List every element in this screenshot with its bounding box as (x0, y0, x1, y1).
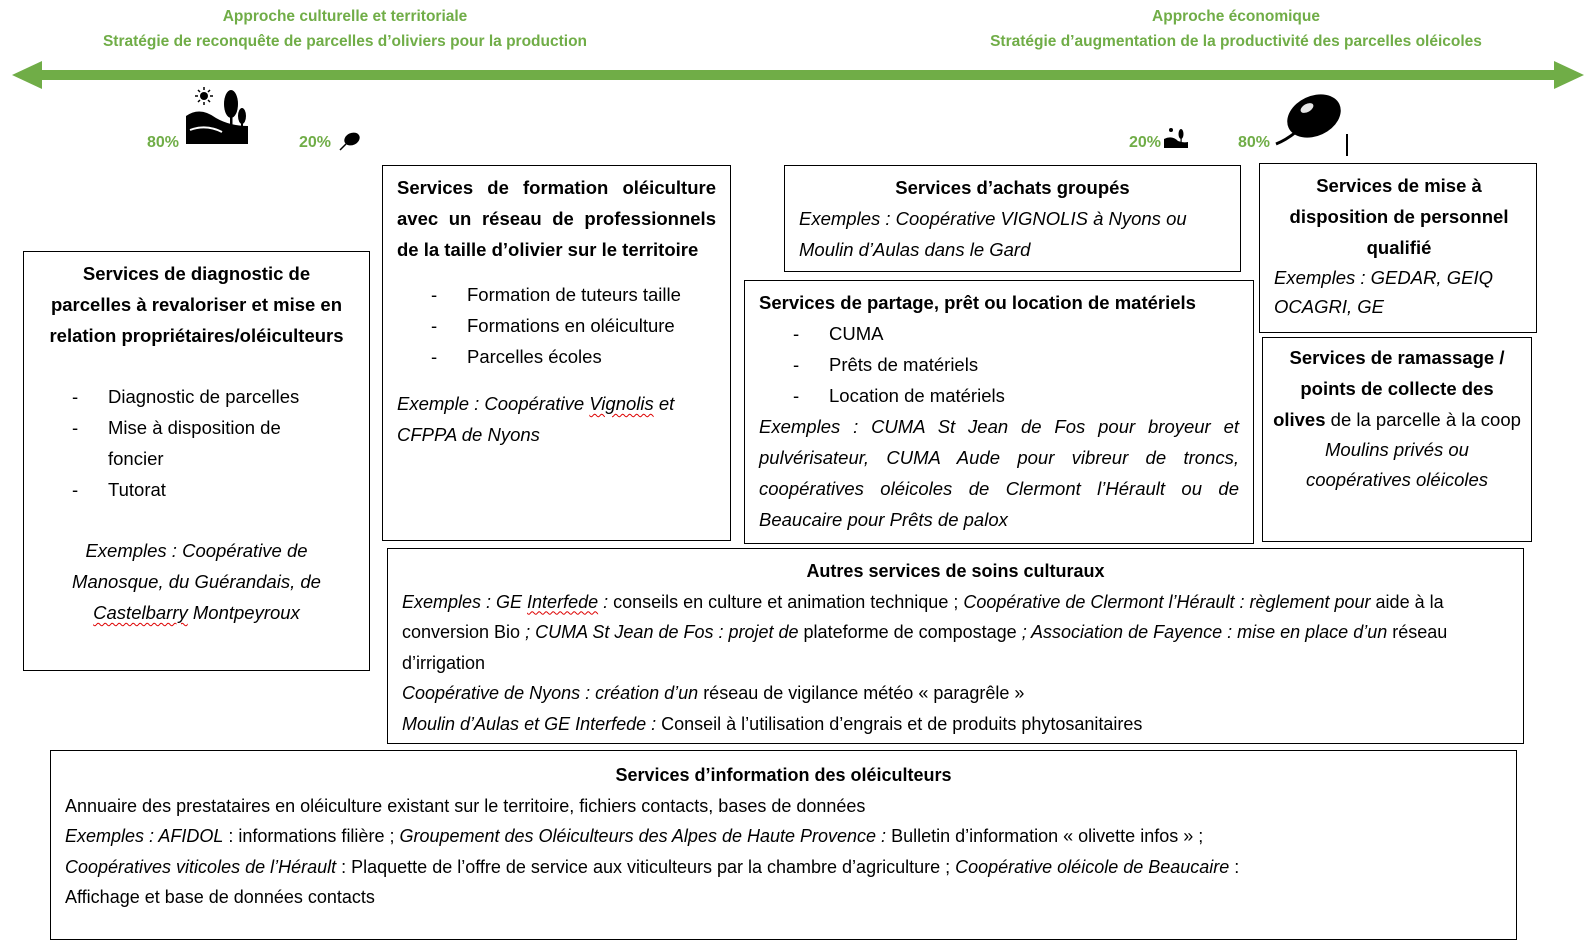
box-partage-list: CUMA Prêts de matériels Location de maté… (759, 318, 1239, 411)
box-autres-title: Autres services de soins culturaux (806, 561, 1105, 581)
box-achats: Services d’achats groupés Exemples : Coo… (784, 165, 1241, 272)
box-info-line2: Exemples : AFIDOL : informations filière… (65, 826, 1204, 846)
olive-icon (339, 132, 360, 151)
landscape-tree-sun-icon (186, 87, 248, 144)
list-item: Location de matériels (793, 380, 1239, 411)
list-item: CUMA (793, 318, 1239, 349)
right-approach-strategy: Stratégie d’augmentation de la productiv… (990, 33, 1482, 50)
pct-right-olive: 80% (1238, 134, 1271, 151)
list-item: Diagnostic de parcelles (72, 381, 333, 412)
list-item: Parcelles écoles (431, 341, 716, 372)
pct-left-olive: 20% (299, 134, 332, 151)
landscape-tree-sun-icon (1164, 128, 1188, 148)
misspelled-word: Castelbarry (93, 602, 188, 623)
box-autres-line-nyons: Coopérative de Nyons : création d’un rés… (402, 683, 1025, 703)
misspelled-word: Interfede (527, 591, 599, 612)
box-partage-example: Exemples : CUMA St Jean de Fos pour broy… (759, 416, 1239, 530)
box-autres: Autres services de soins culturaux Exemp… (387, 548, 1524, 744)
left-approach-strategy: Stratégie de reconquête de parcelles d’o… (102, 33, 588, 50)
box-ramassage-example: Moulins privés ou coopératives oléicoles (1305, 439, 1489, 490)
box-diagnostic-example: Exemples : Coopérative de Manosque, du G… (72, 540, 321, 623)
box-formation-title: Services de formation oléiculture avec u… (397, 177, 716, 260)
box-personnel: Services de mise à disposition de person… (1259, 163, 1537, 333)
pct-right-landscape: 20% (1129, 134, 1162, 151)
arrow-shaft (40, 70, 1556, 80)
left-approach-title: Approche culturelle et territoriale (222, 8, 468, 25)
box-formation-example: Exemple : Coopérative Vignolis et CFPPA … (397, 393, 675, 445)
box-autres-paragraph: Exemples : GE Interfede : conseils en cu… (402, 591, 1448, 673)
box-info-title: Services d’information des oléiculteurs (615, 765, 952, 785)
misspelled-word: Vignolis (589, 393, 654, 414)
right-approach-title: Approche économique (1152, 8, 1320, 25)
box-info-line1: Annuaire des prestataires en oléiculture… (65, 795, 866, 816)
box-info: Services d’information des oléiculteurs … (50, 750, 1517, 940)
box-formation-list: Formation de tuteurs taille Formations e… (397, 279, 716, 372)
box-diagnostic: Services de diagnostic de parcelles à re… (23, 251, 370, 671)
list-item: Mise à disposition de foncier (72, 412, 333, 474)
box-autres-line-aulas: Moulin d’Aulas et GE Interfede : Conseil… (402, 713, 1143, 734)
box-ramassage-title: Services de ramassage / points de collec… (1273, 347, 1505, 430)
box-info-line3: Coopératives viticoles de l’Hérault : Pl… (65, 856, 1240, 877)
list-item: Formation de tuteurs taille (431, 279, 716, 310)
olive-icon (1275, 94, 1341, 146)
box-personnel-title: Services de mise à disposition de person… (1289, 175, 1509, 258)
list-item: Tutorat (72, 474, 333, 505)
double-arrow (12, 61, 1584, 89)
box-personnel-example: Exemples : GEDAR, GEIQ OCAGRI, GE (1274, 267, 1493, 317)
box-partage: Services de partage, prêt ou location de… (744, 280, 1254, 544)
box-formation: Services de formation oléiculture avec u… (382, 165, 731, 541)
box-diagnostic-list: Diagnostic de parcelles Mise à dispositi… (40, 381, 353, 505)
box-achats-title: Services d’achats groupés (895, 177, 1130, 198)
list-item: Formations en oléiculture (431, 310, 716, 341)
arrow-left-head (12, 61, 42, 89)
box-ramassage: Services de ramassage / points de collec… (1262, 337, 1532, 542)
box-info-line4: Affichage et base de données contacts (65, 887, 375, 907)
cursor-line (1346, 134, 1348, 156)
pct-left-landscape: 80% (147, 134, 180, 151)
box-achats-example: Exemples : Coopérative VIGNOLIS à Nyons … (799, 208, 1187, 260)
left-approach-header: Approche culturelle et territoriale Stra… (60, 4, 630, 54)
arrow-right-head (1554, 61, 1584, 89)
box-partage-title: Services de partage, prêt ou location de… (759, 292, 1196, 313)
list-item: Prêts de matériels (793, 349, 1239, 380)
box-ramassage-text: Services de ramassage / points de collec… (1273, 347, 1521, 430)
box-diagnostic-title: Services de diagnostic de parcelles à re… (49, 263, 344, 346)
right-approach-header: Approche économique Stratégie d’augmenta… (950, 4, 1522, 54)
